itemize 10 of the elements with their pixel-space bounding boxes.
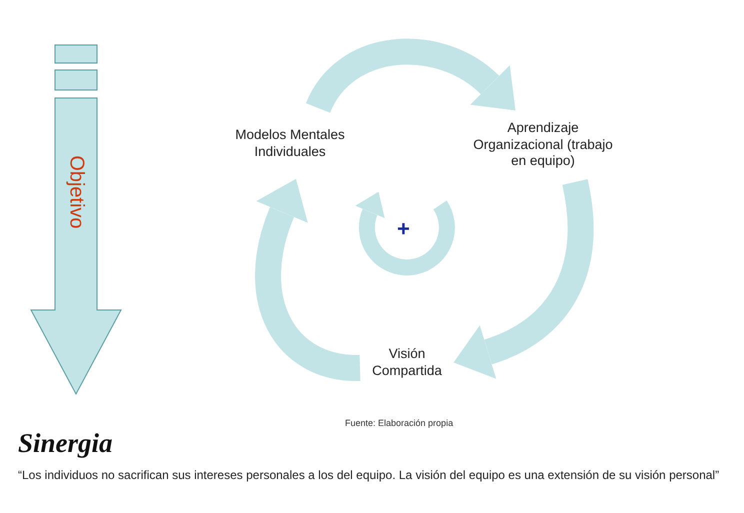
quote-text: “Los individuos no sacrifican sus intereses personales a los del equipo. La visión del equipo es una extensión de su visión personal” <box>18 468 720 484</box>
cycle-stage-label: Visión Compartida <box>360 338 454 388</box>
curved-block-arrow <box>306 38 518 114</box>
curved-block-arrow <box>454 180 594 378</box>
plus-sign: + <box>397 216 410 242</box>
cycle-stage-label: Modelos Mentales Individuales <box>232 110 348 178</box>
cycle-stage-label: Aprendizaje Organizacional (trabajo en equipo) <box>468 110 618 180</box>
source-note: Fuente: Elaboración propia <box>345 418 454 428</box>
heading: Sinergia <box>18 428 113 459</box>
arrow-label: Objetivo <box>64 155 88 229</box>
